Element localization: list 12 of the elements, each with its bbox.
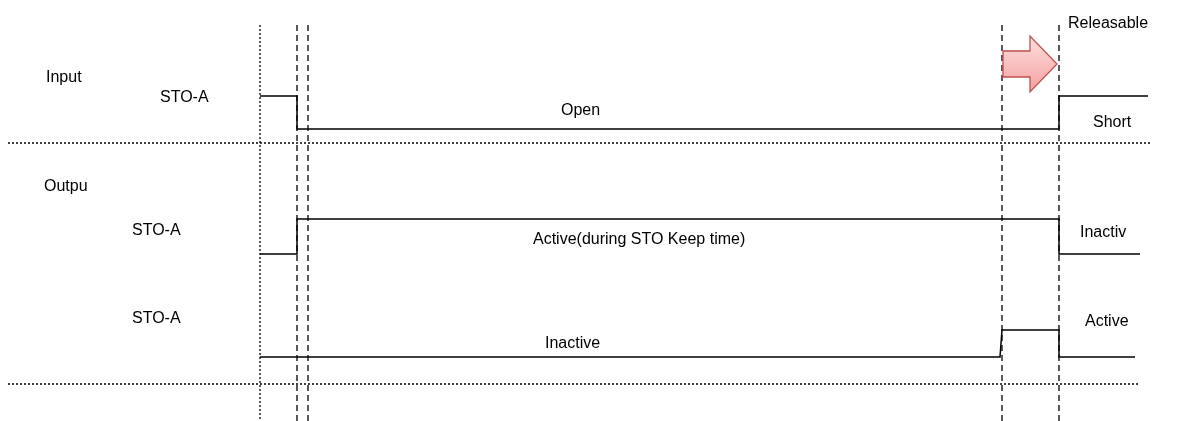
signal-label: STO-A: [132, 309, 181, 327]
state-label: Active(during STO Keep time): [533, 230, 746, 248]
state-label: Short: [1093, 113, 1132, 131]
section-label: Outpu: [44, 177, 88, 195]
state-label: Active: [1085, 312, 1129, 330]
state-label: Inactiv: [1080, 223, 1127, 241]
signal-label: STO-A: [160, 88, 209, 106]
state-label: Open: [561, 101, 601, 119]
signal-label: STO-A: [132, 221, 181, 239]
status-label: Releasable: [1068, 14, 1149, 32]
section-label: Input: [46, 68, 82, 86]
state-label: Inactive: [545, 334, 601, 352]
